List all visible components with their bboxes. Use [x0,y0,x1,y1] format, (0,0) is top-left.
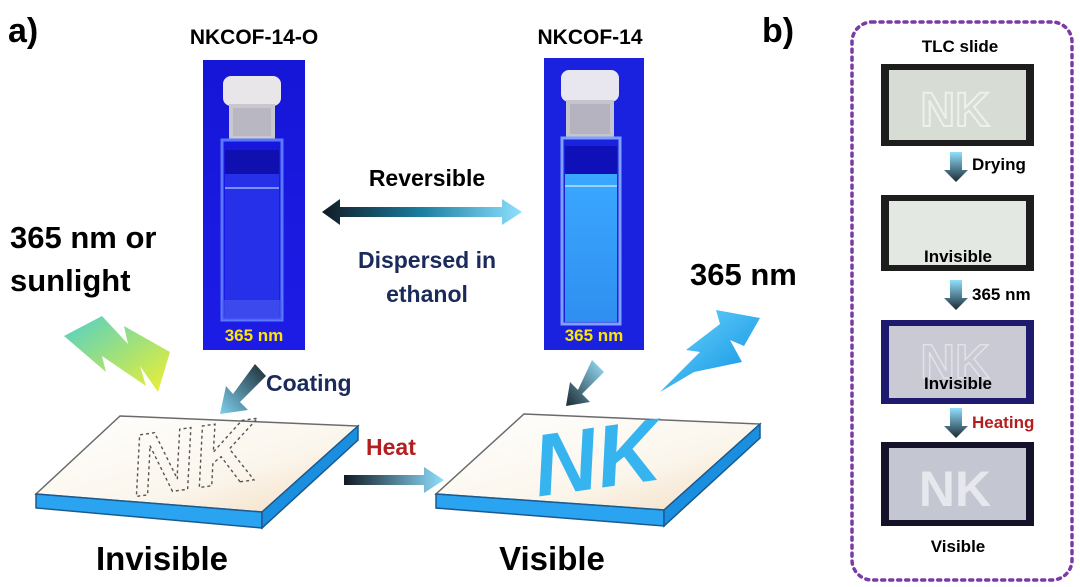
tlc-slide-4-label: Visible [931,537,986,556]
right-cuvette-tag: 365 nm [565,326,624,345]
tlc-slide-1-pattern: NK [920,84,990,137]
visible-nk-pattern: NK [527,399,672,515]
left-cuvette-photo: 365 nm [203,60,305,350]
step-2-label: 365 nm [972,285,1031,304]
tlc-slide-2: Invisible [881,195,1034,271]
step-3-label: Heating [972,413,1034,432]
left-light-line-2: sunlight [10,263,131,298]
reversible-arrow [322,199,522,225]
heat-label: Heat [366,434,416,460]
dispersed-line-1: Dispersed in [358,247,496,273]
hidden-nk-pattern: NK [124,399,269,515]
dispersed-line-2: ethanol [386,281,468,307]
right-light-label: 365 nm [690,257,797,292]
light-bolt-icon-left [64,316,170,392]
panel-a-label: a) [8,12,38,50]
tlc-slide-3-pattern: NK [920,336,990,389]
right-cuvette-photo: 365 nm [544,58,644,350]
panel-b-label: b) [762,12,794,50]
light-bolt-icon-right [660,310,760,392]
invisible-label: Invisible [96,540,228,577]
heat-arrow [344,467,444,493]
right-plate: NK [434,399,762,528]
step-1-label: Drying [972,155,1026,174]
cuvette-to-plate-arrow [566,360,604,406]
tlc-slide-2-label: Invisible [924,247,992,266]
reversible-label: Reversible [369,165,485,191]
tlc-slide-3-label: Invisible [924,374,992,393]
left-plate: NK [34,398,360,530]
coating-label: Coating [266,370,352,396]
step-arrow-2 [944,280,968,310]
left-cuvette-tag: 365 nm [225,326,284,345]
tlc-title: TLC slide [922,37,999,56]
left-cuvette-title: NKCOF-14-O [190,26,318,49]
tlc-slide-4: NK [881,442,1034,526]
panel-b-frame [850,20,1074,582]
step-arrow-1 [944,152,968,182]
tlc-slide-3: NK Invisible [881,320,1034,404]
tlc-slide-1: NK [881,64,1034,146]
tlc-slide-4-pattern: NK [919,461,991,517]
right-cuvette-title: NKCOF-14 [537,26,642,49]
visible-label: Visible [499,540,605,577]
step-arrow-3 [944,408,968,438]
coating-arrow [220,364,266,414]
left-light-line-1: 365 nm or [10,220,156,255]
